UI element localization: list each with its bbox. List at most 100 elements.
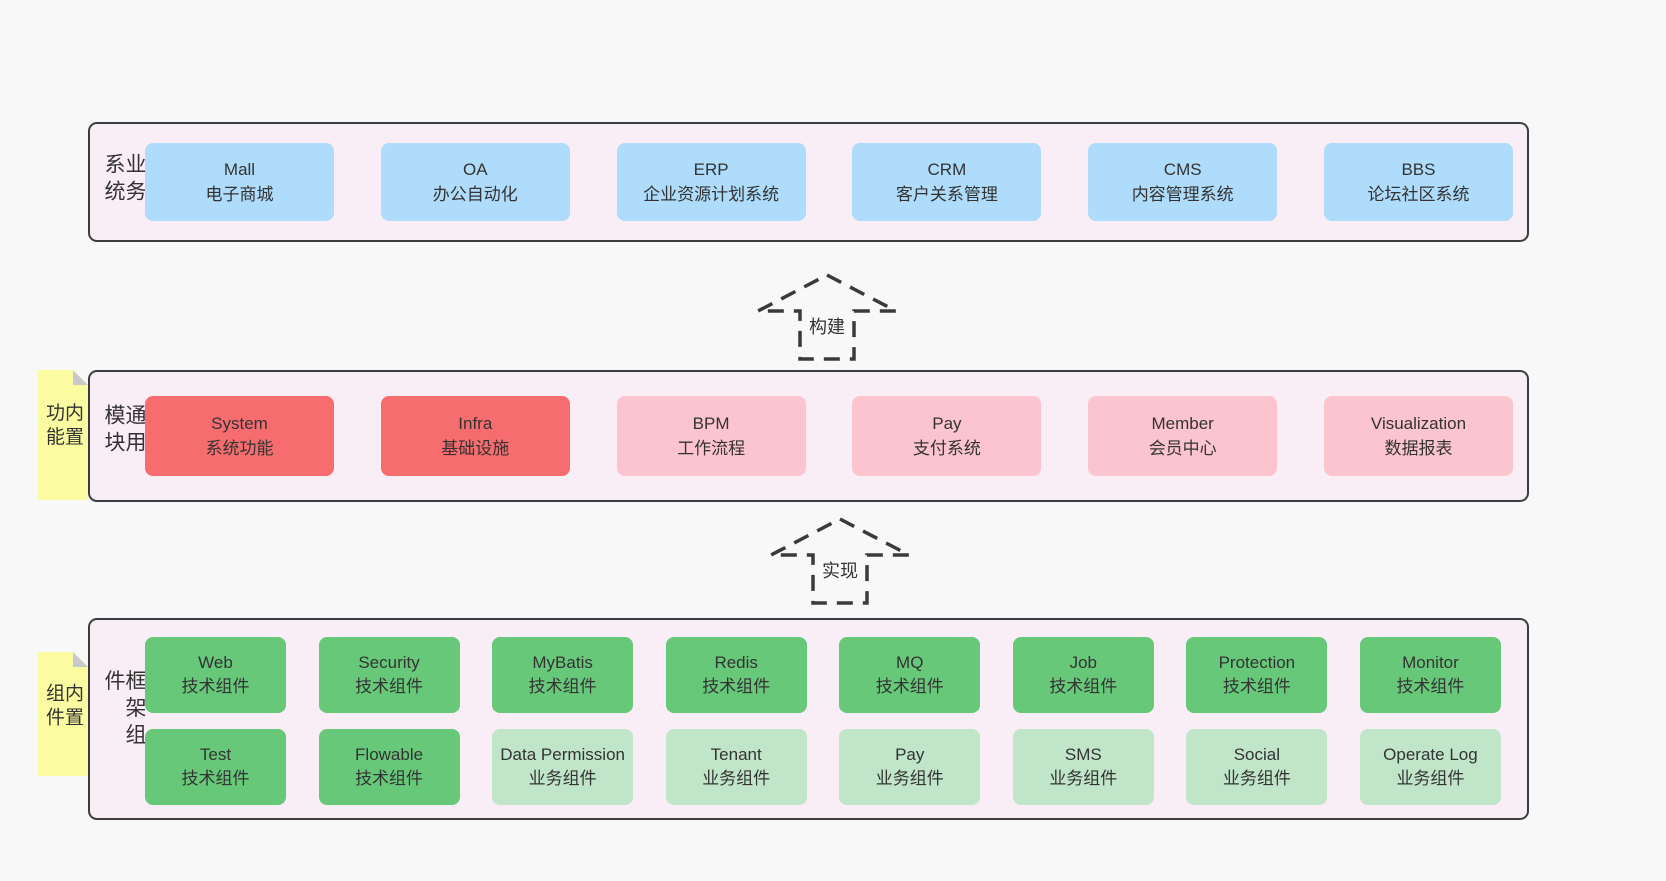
up-arrow-icon bbox=[757, 273, 897, 361]
box-pay: Pay 支付系统 bbox=[852, 396, 1042, 476]
box-mall: Mall 电子商城 bbox=[145, 143, 334, 221]
layer-framework-components: 框架组件 Web 技术组件 Security 技术组件 MyBatis 技术组件… bbox=[88, 618, 1529, 820]
layer-label-common-modules: 通用模块 bbox=[102, 404, 146, 458]
sticky-fold-icon bbox=[73, 652, 88, 667]
box-name-zh: 技术组件 bbox=[1222, 677, 1291, 696]
box-flowable: Flowable 技术组件 bbox=[318, 729, 460, 805]
box-name-zh: 支付系统 bbox=[912, 439, 981, 458]
box-name-en: Social bbox=[1233, 744, 1281, 764]
box-name-en: Flowable bbox=[355, 744, 424, 764]
box-operate-log: Operate Log 业务组件 bbox=[1359, 729, 1501, 805]
box-system: System 系统功能 bbox=[145, 396, 334, 476]
box-name-zh: 业务组件 bbox=[528, 769, 597, 788]
box-name-zh: 业务组件 bbox=[875, 769, 944, 788]
box-job: Job 技术组件 bbox=[1012, 637, 1154, 713]
box-name-zh: 会员中心 bbox=[1148, 439, 1217, 458]
box-oa: OA 办公自动化 bbox=[380, 143, 570, 221]
box-name-zh: 技术组件 bbox=[1049, 677, 1118, 696]
box-name-zh: 客户关系管理 bbox=[895, 185, 998, 204]
box-name-en: Job bbox=[1069, 652, 1098, 672]
box-data-permission: Data Permission 业务组件 bbox=[492, 729, 634, 805]
layer-label-framework-components: 框架组件 bbox=[102, 669, 146, 751]
box-name-en: MQ bbox=[896, 652, 924, 672]
box-name-en: Visualization bbox=[1370, 413, 1467, 433]
sticky-label: 内置功能 bbox=[43, 402, 83, 451]
arrow-implement-label: 实现 bbox=[818, 556, 862, 584]
box-crm: CRM 客户关系管理 bbox=[852, 143, 1042, 221]
box-name-en: ERP bbox=[693, 159, 729, 179]
box-name-zh: 技术组件 bbox=[1396, 677, 1465, 696]
box-infra: Infra 基础设施 bbox=[380, 396, 570, 476]
box-protection: Protection 技术组件 bbox=[1186, 637, 1328, 713]
biz-components-row: Test 技术组件 Flowable 技术组件 Data Permission … bbox=[145, 729, 1501, 805]
box-name-zh: 工作流程 bbox=[677, 439, 746, 458]
arrow-implement: 实现 bbox=[766, 516, 914, 606]
box-name-zh: 办公自动化 bbox=[432, 185, 518, 204]
box-name-en: BBS bbox=[1401, 159, 1436, 179]
box-bpm: BPM 工作流程 bbox=[616, 396, 806, 476]
box-name-en: Tenant bbox=[710, 744, 762, 764]
box-name-en: OA bbox=[463, 159, 488, 179]
box-name-en: Mall bbox=[223, 159, 256, 179]
sticky-fold-icon bbox=[73, 370, 88, 385]
box-name-en: System bbox=[211, 413, 268, 433]
box-name-en: BPM bbox=[692, 413, 730, 433]
arrow-build: 构建 bbox=[753, 272, 901, 362]
box-name-en: Security bbox=[358, 652, 420, 672]
box-name-en: CRM bbox=[927, 159, 967, 179]
box-name-en: Member bbox=[1151, 413, 1214, 433]
business-boxes-row: Mall 电子商城 OA 办公自动化 ERP 企业资源计划系统 CRM 客户关系… bbox=[145, 124, 1513, 240]
box-name-en: Test bbox=[199, 744, 232, 764]
layer-label-business-systems: 业务系统 bbox=[102, 153, 146, 207]
box-name-en: Monitor bbox=[1402, 652, 1459, 672]
box-name-zh: 技术组件 bbox=[528, 677, 597, 696]
box-name-en: CMS bbox=[1163, 159, 1202, 179]
box-name-zh: 业务组件 bbox=[1222, 769, 1291, 788]
box-name-en: Protection bbox=[1218, 652, 1296, 672]
layer-common-modules: 通用模块 System 系统功能 Infra 基础设施 BPM 工作流程 Pay… bbox=[88, 370, 1529, 502]
sticky-built-in-components: 内置组件 bbox=[38, 652, 88, 776]
box-name-en: Infra bbox=[458, 413, 493, 433]
box-pay-biz: Pay 业务组件 bbox=[839, 729, 981, 805]
box-member: Member 会员中心 bbox=[1088, 396, 1278, 476]
box-cms: CMS 内容管理系统 bbox=[1088, 143, 1278, 221]
box-name-zh: 技术组件 bbox=[355, 769, 424, 788]
box-name-zh: 技术组件 bbox=[181, 769, 250, 788]
box-name-en: Operate Log bbox=[1383, 744, 1478, 764]
box-mybatis: MyBatis 技术组件 bbox=[492, 637, 634, 713]
tech-components-row: Web 技术组件 Security 技术组件 MyBatis 技术组件 Redi… bbox=[145, 637, 1501, 713]
box-visualization: Visualization 数据报表 bbox=[1323, 396, 1513, 476]
box-name-zh: 业务组件 bbox=[702, 769, 771, 788]
box-name-zh: 数据报表 bbox=[1384, 439, 1453, 458]
box-name-zh: 业务组件 bbox=[1049, 769, 1118, 788]
layer-business-systems: 业务系统 Mall 电子商城 OA 办公自动化 ERP 企业资源计划系统 CRM… bbox=[88, 122, 1529, 242]
component-rows: Web 技术组件 Security 技术组件 MyBatis 技术组件 Redi… bbox=[145, 637, 1501, 805]
box-name-zh: 技术组件 bbox=[181, 677, 250, 696]
box-name-zh: 内容管理系统 bbox=[1131, 185, 1234, 204]
sticky-built-in-features: 内置功能 bbox=[38, 370, 88, 500]
box-name-zh: 技术组件 bbox=[355, 677, 424, 696]
box-test: Test 技术组件 bbox=[145, 729, 286, 805]
box-social: Social 业务组件 bbox=[1186, 729, 1328, 805]
module-boxes-row: System 系统功能 Infra 基础设施 BPM 工作流程 Pay 支付系统… bbox=[145, 372, 1513, 500]
box-name-zh: 业务组件 bbox=[1396, 769, 1465, 788]
box-name-en: Web bbox=[198, 652, 233, 672]
box-name-en: Pay bbox=[932, 413, 962, 433]
box-name-en: SMS bbox=[1064, 744, 1102, 764]
box-name-zh: 企业资源计划系统 bbox=[643, 185, 780, 204]
box-sms: SMS 业务组件 bbox=[1012, 729, 1154, 805]
box-name-zh: 基础设施 bbox=[441, 439, 510, 458]
box-name-zh: 技术组件 bbox=[702, 677, 771, 696]
box-name-zh: 论坛社区系统 bbox=[1367, 185, 1470, 204]
box-name-zh: 技术组件 bbox=[875, 677, 944, 696]
box-name-en: MyBatis bbox=[532, 652, 593, 672]
box-name-en: Data Permission bbox=[500, 744, 625, 764]
sticky-label: 内置组件 bbox=[43, 683, 83, 731]
box-erp: ERP 企业资源计划系统 bbox=[616, 143, 806, 221]
arrow-build-label: 构建 bbox=[805, 312, 849, 340]
box-redis: Redis 技术组件 bbox=[665, 637, 807, 713]
box-tenant: Tenant 业务组件 bbox=[665, 729, 807, 805]
box-name-zh: 系统功能 bbox=[205, 439, 274, 458]
up-arrow-icon bbox=[770, 517, 910, 605]
